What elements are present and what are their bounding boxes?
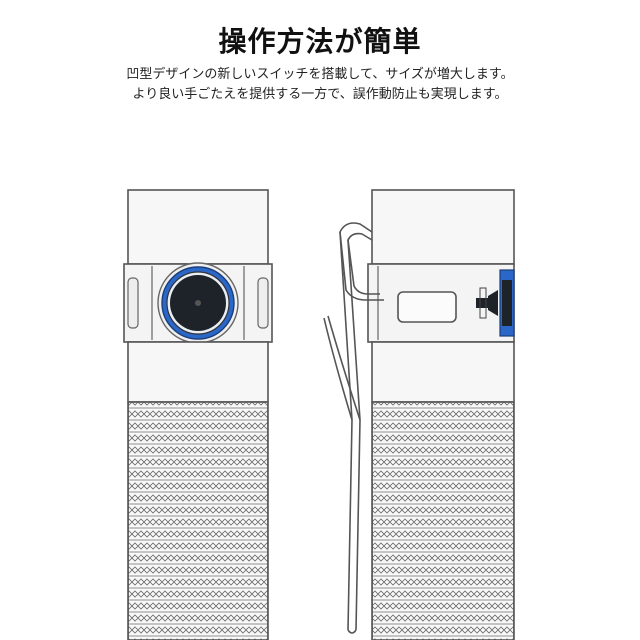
description-line-1: 凹型デザインの新しいスイッチを搭載して、サイズが増大します。: [126, 67, 514, 82]
flashlight-side-view: [323, 189, 515, 640]
description-line-2: より良い手ごたえを提供する一方で、誤作動防止も実現します。: [132, 87, 508, 102]
pocket-clip: [323, 222, 384, 634]
front-knurled-body: [128, 401, 268, 640]
side-switch-button: [157, 262, 239, 344]
side-knurled-body: [372, 401, 514, 640]
side-switch-profile: [476, 269, 515, 337]
flashlight-front-view: [123, 189, 273, 640]
page-title: 操作方法が簡単: [218, 25, 422, 58]
side-collar: [371, 341, 515, 403]
side-window: [397, 291, 457, 323]
side-head: [371, 189, 515, 265]
front-collar: [127, 341, 269, 403]
front-head: [127, 189, 269, 265]
